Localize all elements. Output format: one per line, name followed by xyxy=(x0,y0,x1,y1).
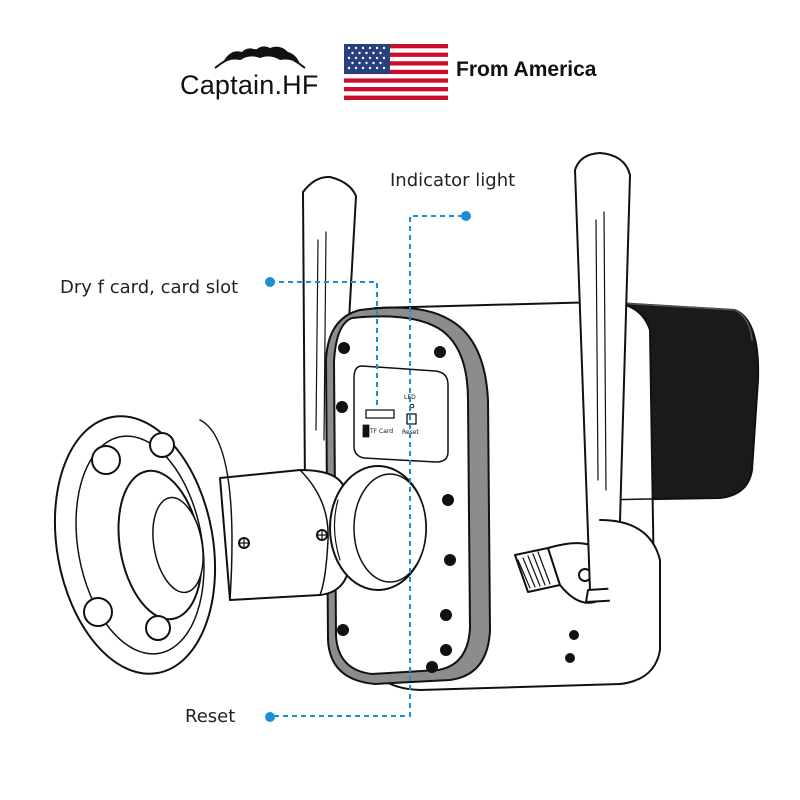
indicator-callout-dot xyxy=(461,211,471,221)
card-slot-label: Dry f card, card slot xyxy=(60,277,239,298)
globe-icon xyxy=(214,46,306,69)
card-slot-callout-dot xyxy=(265,277,275,287)
panel-tf-card-text: TF Card xyxy=(369,428,393,435)
indicator-reset-line xyxy=(270,215,463,717)
sd-card-icon xyxy=(362,424,370,438)
right-antenna xyxy=(514,152,631,604)
origin-text: From America xyxy=(456,58,597,81)
us-flag-icon xyxy=(344,44,448,100)
brand-name: Captain.HF xyxy=(180,70,319,100)
reset-callout-dot xyxy=(265,712,275,722)
access-panel xyxy=(353,365,449,463)
tf-card-slot xyxy=(365,409,395,419)
panel-reset-text: Reset xyxy=(402,429,419,436)
ball-joint xyxy=(329,465,427,591)
wall-base xyxy=(53,415,233,675)
indicator-light-label: Indicator light xyxy=(390,170,516,191)
reset-label: Reset xyxy=(185,706,236,727)
callout-lines xyxy=(270,215,463,717)
cable-gland xyxy=(565,519,661,685)
reset-button xyxy=(406,413,417,425)
brand-logo: Captain.HF xyxy=(180,40,340,104)
card-slot-line xyxy=(270,281,378,408)
